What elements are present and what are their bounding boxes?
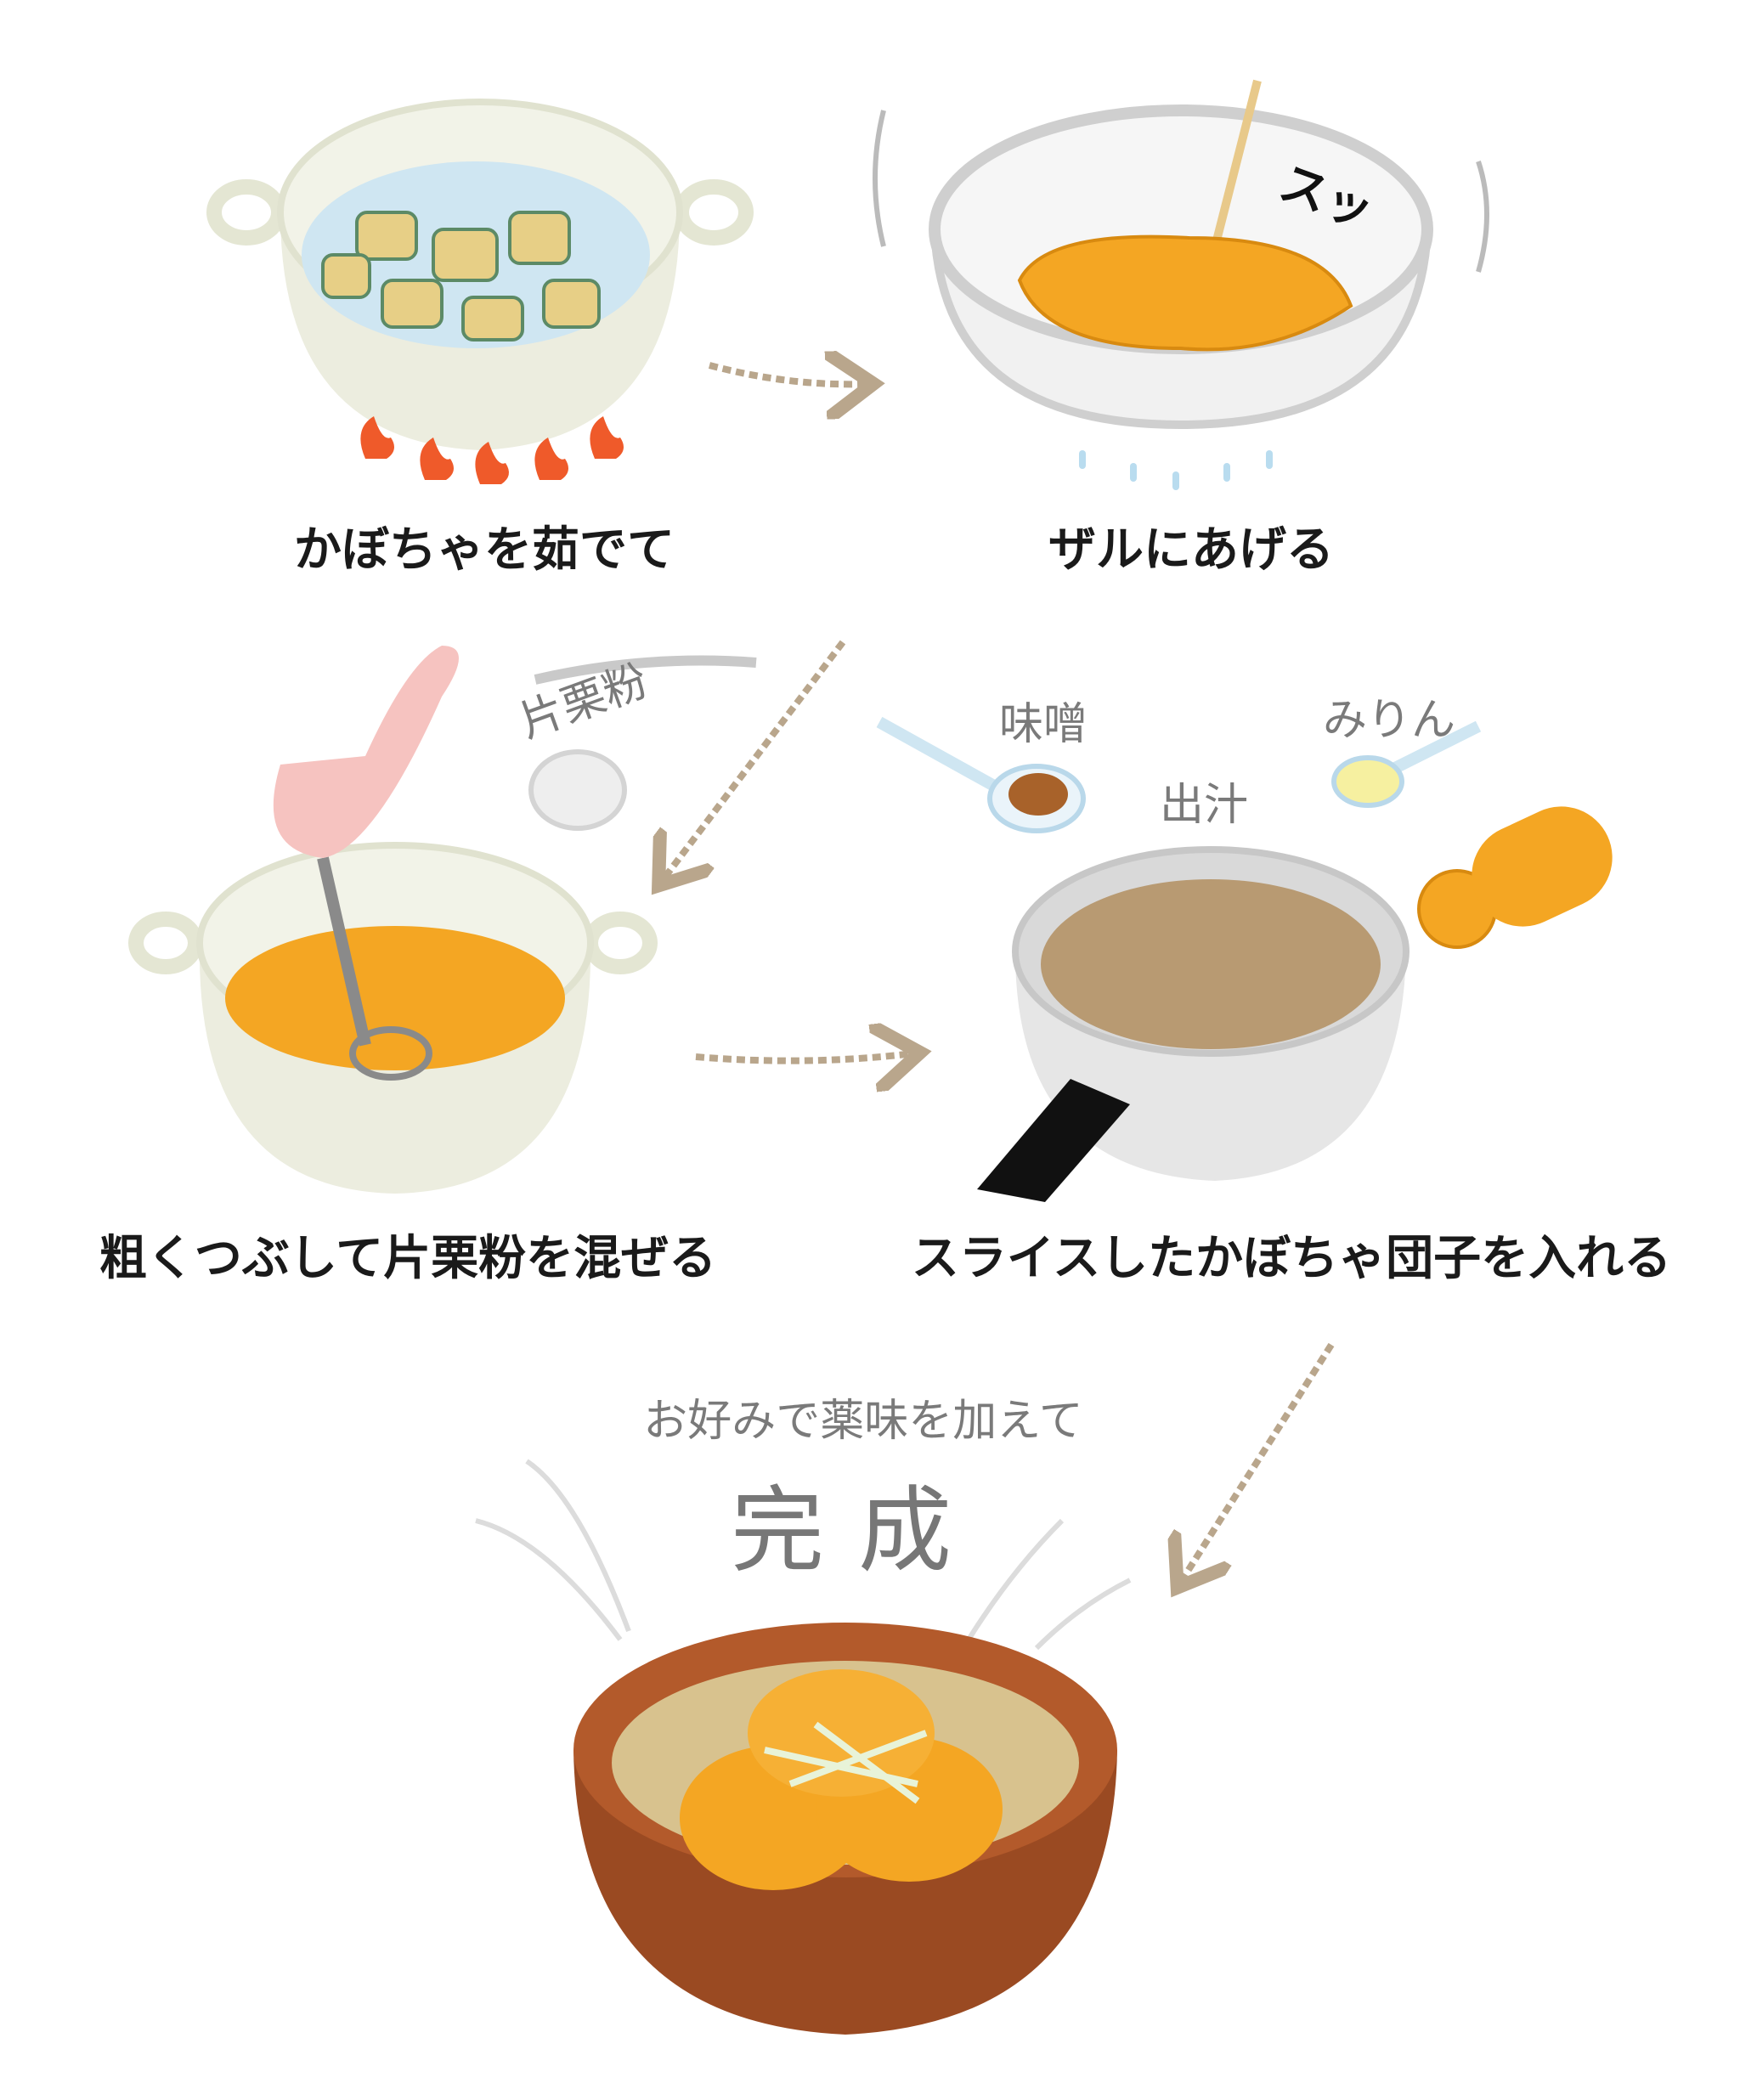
spoon-icon xyxy=(534,655,757,685)
arrow-2 xyxy=(663,640,846,880)
step2-strainer xyxy=(873,79,1489,490)
mirin-label: みりん xyxy=(1323,695,1455,746)
step2-label: ザルにあげる xyxy=(1048,522,1334,578)
step3-mashing-pot xyxy=(128,646,757,1194)
step4-pan xyxy=(876,716,1613,1202)
finished-soup-bowl xyxy=(573,1623,1117,2035)
step3-label: 粗くつぶして片栗粉を混ぜる xyxy=(99,1231,716,1286)
pan-handle xyxy=(977,1079,1130,1202)
dashi-label: 出汁 xyxy=(1160,780,1248,831)
finish-note: お好みで薬味を加えて xyxy=(643,1396,1082,1447)
hand-icon xyxy=(273,646,459,858)
step1-label: かぼちゃを茹でて xyxy=(294,522,675,578)
step1-boiling-pot xyxy=(206,99,754,484)
steam-lines xyxy=(475,1459,1132,1651)
step4-label: スライスしたかぼちゃ団子を入れる xyxy=(912,1231,1671,1286)
miso-label: 味噌 xyxy=(999,699,1088,750)
mirin-spoon-icon xyxy=(1331,720,1482,808)
arrow-1 xyxy=(708,365,867,384)
flame-icon xyxy=(360,416,624,484)
arrow-3 xyxy=(695,1053,913,1061)
finish-title: 完成 xyxy=(731,1476,986,1585)
arrow-4 xyxy=(1181,1342,1335,1582)
miso-spoon-icon xyxy=(876,716,1086,833)
pumpkin-dumpling-slices xyxy=(1417,806,1613,949)
